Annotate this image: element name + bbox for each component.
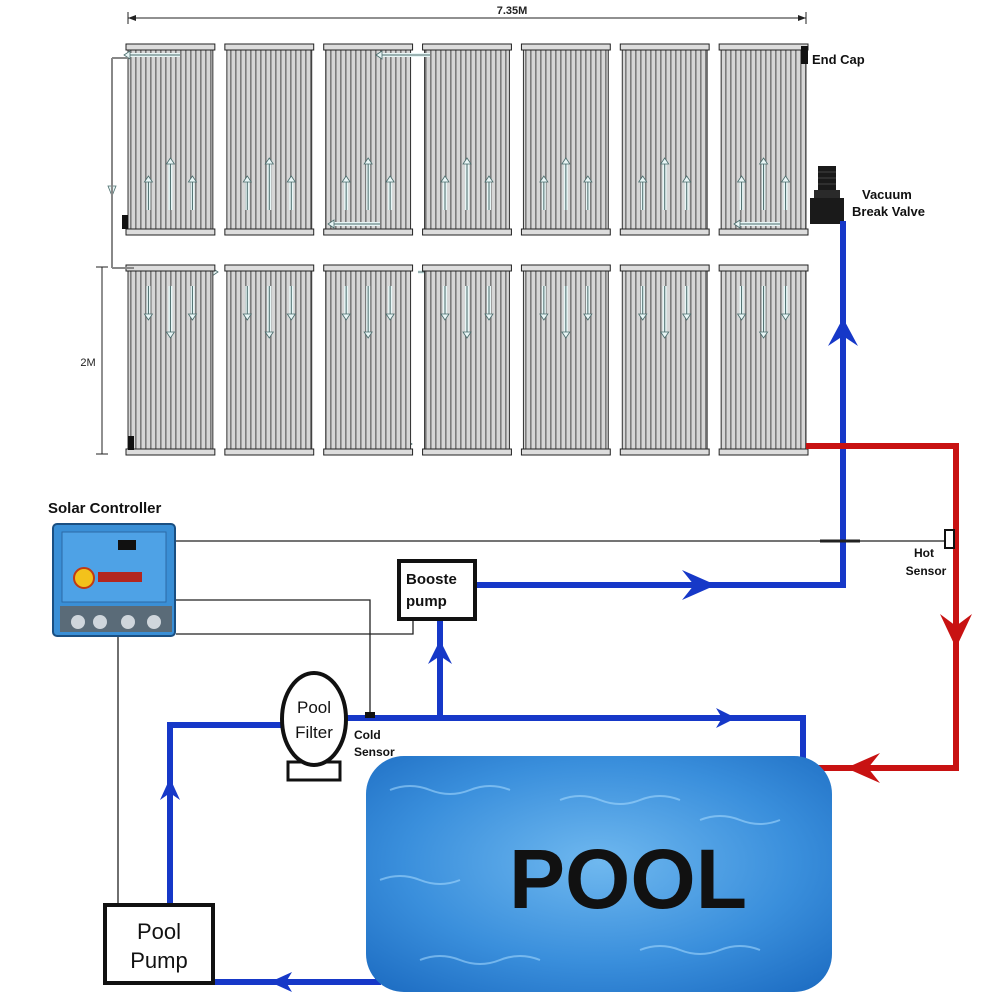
hot-sensor-label-line2: Sensor [906,564,947,578]
booster-pump-label-line1: Booste [406,571,457,588]
vacuum-break-valve-label-line2: Break Valve [852,204,925,219]
bottom-panel-row [125,264,809,456]
hot-water-pipes [806,443,959,771]
cold-sensor: Cold Sensor [354,712,395,759]
controller-logo [73,567,95,589]
vacuum-break-valve-label-line1: Vacuum [862,187,912,202]
cold-water-pipes [167,221,846,985]
pool-filter-label-line1: Pool [297,698,331,717]
cold-flow-arrows [160,318,858,992]
hot-sensor-label-line1: Hot [914,546,934,560]
cold-sensor-label-line1: Cold [354,728,381,742]
vacuum-break-valve [810,166,844,224]
solar-panel-bottom [224,264,315,456]
cold-sensor-label-line2: Sensor [354,745,395,759]
pool-pump-label-line2: Pump [130,948,187,973]
booster-pump: Booste pump [397,559,477,621]
hot-sensor: Hot Sensor [906,529,955,578]
hot-flow-arrows [846,614,972,783]
pool-pump: Pool Pump [103,903,215,985]
pool-filter-label-line2: Filter [295,723,333,742]
solar-panel-top [619,43,710,236]
solar-panel-top [125,43,216,236]
controller-wires [117,539,948,905]
solar-panel-bottom [125,264,216,456]
solar-panel-top [718,43,809,236]
solar-panel-bottom [323,264,414,456]
end-cap [801,46,808,64]
end-cap-label: End Cap [812,52,865,67]
booster-pump-label-line2: pump [406,593,447,610]
top-panel-row [107,43,809,449]
pool-label: POOL [509,832,747,926]
solar-controller-label: Solar Controller [48,500,162,517]
width-dimension: 7.35M [127,5,807,24]
solar-controller: Solar Controller [48,500,176,637]
height-dimension-label: 2M [80,357,95,369]
solar-panel-top [224,43,315,236]
width-dimension-label: 7.35M [497,5,528,17]
height-dimension: 2M [80,266,108,455]
solar-panel-bottom [619,264,710,456]
panel-manifolds [111,46,808,450]
pool-filter: Pool Filter [280,671,348,782]
solar-panel-bottom [718,264,809,456]
pool: POOL [366,756,832,992]
solar-panel-top [520,43,611,236]
solar-panel-top [422,43,512,236]
solar-panel-top [323,43,414,236]
controller-display [118,540,136,550]
pool-pump-label-line1: Pool [137,919,181,944]
solar-panel-bottom [422,264,512,456]
solar-panel-bottom [520,264,611,456]
